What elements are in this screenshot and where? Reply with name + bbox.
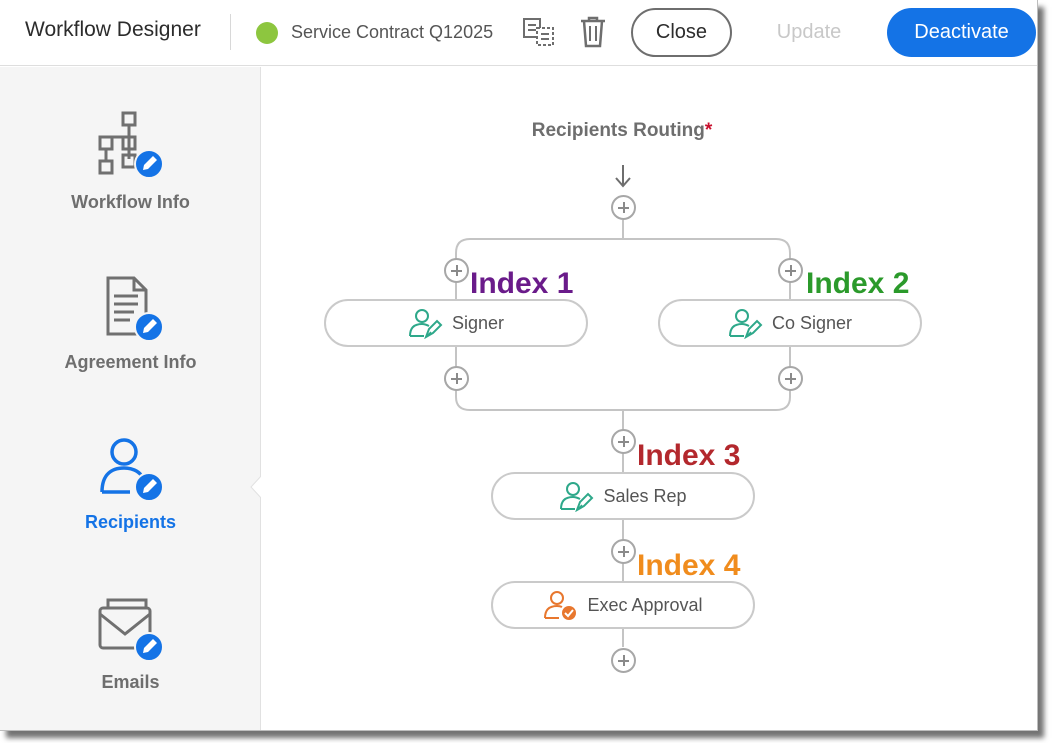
add-step-button[interactable]: [778, 366, 803, 391]
recipient-node-signer[interactable]: Signer: [324, 299, 588, 347]
user-edit-icon: [100, 438, 164, 502]
add-step-button[interactable]: [611, 429, 636, 454]
routing-title: Recipients Routing*: [531, 120, 713, 141]
recipient-node-sales-rep[interactable]: Sales Rep: [491, 472, 755, 520]
trash-icon[interactable]: [575, 14, 611, 50]
index-label-1: Index 1: [470, 267, 574, 300]
close-button[interactable]: Close: [631, 8, 732, 57]
document-edit-icon: [106, 276, 164, 342]
recipient-node-exec-approval[interactable]: Exec Approval: [491, 581, 755, 629]
add-step-button[interactable]: [444, 258, 469, 283]
approver-icon: [544, 591, 577, 620]
index-label-3: Index 3: [637, 439, 741, 472]
index-label-2: Index 2: [806, 267, 910, 300]
sidebar-item-label: Agreement Info: [64, 352, 197, 372]
routing-connectors: [455, 165, 791, 647]
node-label: Exec Approval: [587, 594, 703, 615]
workflow-name: Service Contract Q12025: [291, 22, 494, 42]
node-label: Co Signer: [771, 312, 853, 333]
index-label-4: Index 4: [637, 549, 741, 582]
signer-icon: [408, 309, 443, 339]
sidebar: Workflow Info Agreement Info: [0, 67, 261, 730]
sidebar-item-recipients[interactable]: Recipients: [0, 422, 261, 562]
add-step-button[interactable]: [611, 539, 636, 564]
recipient-node-co-signer[interactable]: Co Signer: [658, 299, 922, 347]
workflow-designer-window: Workflow Designer Service Contract Q1202…: [0, 0, 1038, 731]
sidebar-item-label: Emails: [101, 672, 160, 692]
workflow-edit-icon: [98, 111, 164, 179]
deactivate-button[interactable]: Deactivate: [887, 8, 1036, 57]
signer-icon: [560, 482, 594, 512]
routing-canvas: Recipients Routing*: [262, 67, 1037, 730]
node-label: Sales Rep: [603, 485, 687, 506]
active-caret-icon: [250, 475, 264, 499]
signer-icon: [728, 309, 763, 339]
add-step-button[interactable]: [778, 258, 803, 283]
update-button: Update: [758, 8, 860, 57]
sidebar-item-label: Recipients: [84, 512, 177, 532]
sidebar-item-workflow-info[interactable]: Workflow Info: [0, 102, 261, 242]
sidebar-item-emails[interactable]: Emails: [0, 582, 261, 722]
add-step-button[interactable]: [611, 195, 636, 220]
header-bar: Workflow Designer Service Contract Q1202…: [0, 0, 1037, 66]
copy-icon[interactable]: [521, 14, 557, 50]
app-title: Workflow Designer: [25, 18, 201, 41]
add-step-button[interactable]: [444, 366, 469, 391]
status-indicator: [256, 22, 278, 44]
sidebar-item-label: Workflow Info: [71, 192, 190, 212]
email-edit-icon: [98, 598, 164, 662]
node-label: Signer: [451, 312, 505, 333]
header-divider: [230, 14, 231, 50]
add-step-button[interactable]: [611, 648, 636, 673]
sidebar-item-agreement-info[interactable]: Agreement Info: [0, 262, 261, 402]
